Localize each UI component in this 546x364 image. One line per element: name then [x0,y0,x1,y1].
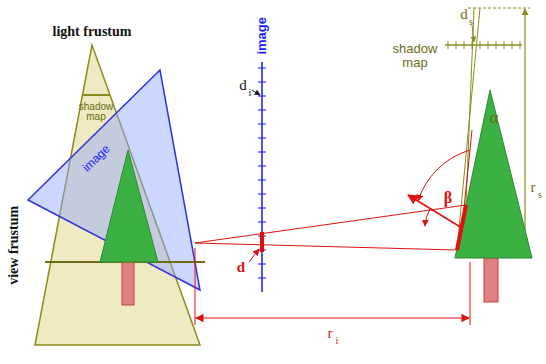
texel-tick [512,41,513,49]
pixel-tick [258,68,266,69]
symbol: d [460,7,468,23]
tree [100,150,158,262]
pixel-tick [258,124,266,125]
light-direction [462,130,472,228]
pixel-tick [258,152,266,153]
subscript: i [249,88,252,99]
texel-tick [448,41,449,49]
symbol: d [237,260,245,276]
leader-line [249,249,259,262]
view-ray [195,243,457,250]
dimension-extension [470,262,471,325]
dimension-line [196,317,469,318]
pixel-tick [258,166,266,167]
shadow-map-plane [82,94,110,96]
image-pixels [258,68,266,278]
frustum-label: light frustum [53,25,132,40]
beta-arc [425,209,430,226]
pixel-tick [258,222,266,223]
tree-trunk [484,258,498,302]
pixel-tick [258,138,266,139]
dimension-extension [195,248,196,325]
leader-line [252,90,260,95]
shadow-map-plane [445,44,522,46]
texel-tick [504,41,505,49]
pixel-tick [258,208,266,209]
subscript: s [538,190,542,201]
view-frustum [28,70,200,290]
plane-label: shadow map [76,102,116,123]
pixel-footprint [260,232,264,252]
pixel-tick [258,96,266,97]
pixel-tick [258,82,266,83]
pixel-tick [258,278,266,279]
texel-tick [488,41,489,49]
dimension-line [524,9,525,244]
texel-tick [456,41,457,49]
texel-tick [496,41,497,49]
texel-tick [520,41,521,49]
plane-label: shadow map [388,42,442,69]
angle-label: β [444,190,452,207]
symbol: r [328,326,333,342]
symbol: d [239,78,247,94]
tree-trunk [122,262,134,305]
dimension-extension [468,8,530,9]
frustum-label: view frustum [7,206,22,285]
subscript: i [336,336,339,347]
leader-line [472,25,474,42]
pixel-tick [258,264,266,265]
shadow-map-texels [448,41,520,49]
pixel-tick [258,180,266,181]
surface-normal [408,195,462,228]
texel-tick [464,41,465,49]
pixel-tick [258,110,266,111]
symbol: r [531,180,536,196]
texel-tick [480,41,481,49]
plane-label: image [255,17,269,55]
subscript: s [469,17,473,28]
pixel-tick [258,194,266,195]
view-ray [195,205,466,243]
tree [455,90,532,258]
angle-label: α [490,109,499,127]
